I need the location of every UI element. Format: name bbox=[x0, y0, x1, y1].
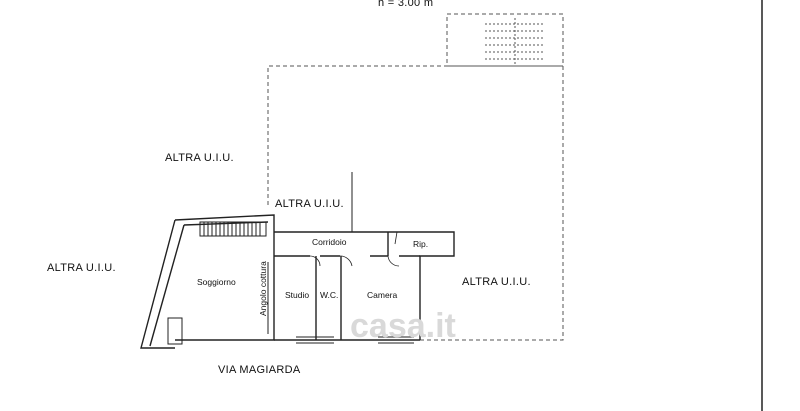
altra-uiu-label-1: ALTRA U.I.U. bbox=[165, 152, 234, 164]
room-camera: Camera bbox=[367, 290, 398, 300]
room-wc: W.C. bbox=[320, 290, 338, 300]
stair-hatch bbox=[199, 221, 267, 237]
windows bbox=[296, 336, 414, 344]
entry-block bbox=[167, 317, 183, 345]
dashed-stair-treads bbox=[485, 18, 545, 64]
dashed-stair-block bbox=[446, 13, 564, 67]
room-soggiorno: Soggiorno bbox=[197, 277, 236, 287]
street-label: VIA MAGIARDA bbox=[218, 364, 301, 376]
room-corridoio: Corridoio bbox=[312, 237, 347, 247]
unit-walls bbox=[140, 214, 455, 349]
door-marks bbox=[309, 231, 400, 267]
altra-uiu-label-4: ALTRA U.I.U. bbox=[462, 276, 531, 288]
room-angolo-cottura: Angolo cottura bbox=[258, 261, 268, 316]
room-studio: Studio bbox=[285, 290, 309, 300]
room-rip: Rip. bbox=[413, 239, 428, 249]
height-note: h = 3.00 m bbox=[378, 0, 433, 9]
watermark-logo: casa.it bbox=[350, 307, 456, 345]
altra-uiu-label-3: ALTRA U.I.U. bbox=[47, 262, 116, 274]
altra-uiu-label-2: ALTRA U.I.U. bbox=[275, 198, 344, 210]
